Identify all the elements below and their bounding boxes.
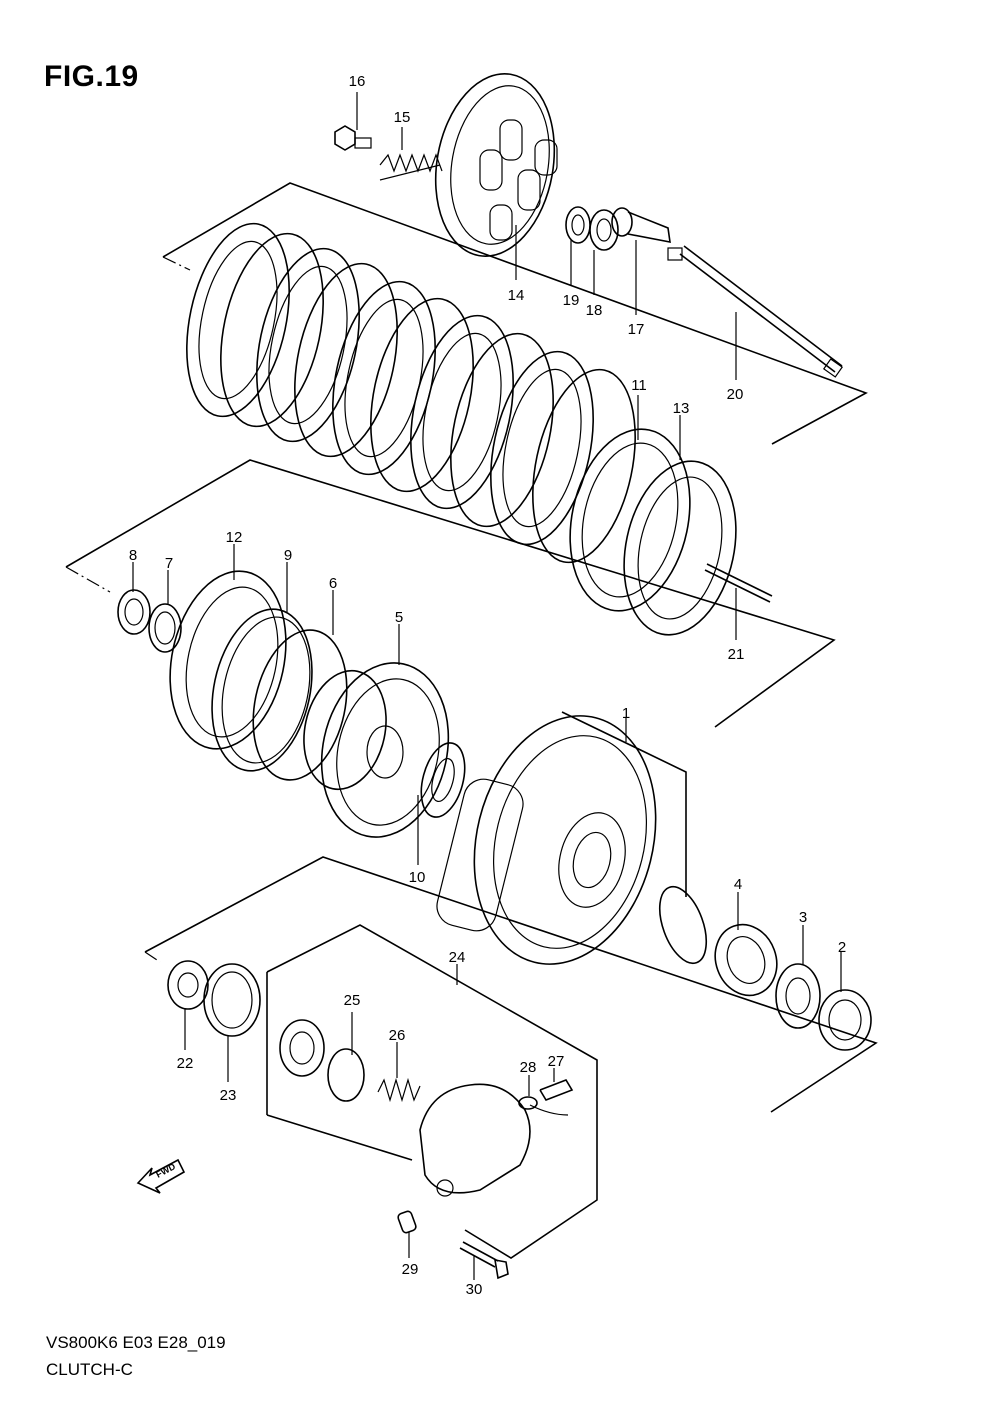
callout-30: 30 xyxy=(466,1281,483,1298)
bleeder-valve xyxy=(518,1079,574,1116)
callout-1: 1 xyxy=(622,705,630,722)
callout-4: 4 xyxy=(734,876,742,893)
callout-12: 12 xyxy=(226,529,243,546)
callout-6: 6 xyxy=(329,575,337,592)
callout-17: 17 xyxy=(628,321,645,338)
callout-5: 5 xyxy=(395,609,403,626)
callout-15: 15 xyxy=(394,109,411,126)
callout-20: 20 xyxy=(727,386,744,403)
callout-21: 21 xyxy=(728,646,745,663)
callout-7: 7 xyxy=(165,555,173,572)
spacer-bearing-washer xyxy=(658,885,872,1051)
snap-rings xyxy=(211,608,348,781)
callout-29: 29 xyxy=(402,1261,419,1278)
fwd-arrow-icon: FWD xyxy=(136,1158,186,1194)
clutch-spring xyxy=(379,153,443,181)
oil-seal-and-bearing xyxy=(167,960,261,1037)
spring-bolt xyxy=(334,125,372,151)
callout-11: 11 xyxy=(631,377,647,394)
judder-spring-and-seat xyxy=(569,428,737,636)
washer-and-nut xyxy=(117,589,182,653)
clutch-drum-ring xyxy=(169,570,287,750)
callout-25: 25 xyxy=(344,992,361,1009)
lower-group-bracket xyxy=(144,856,878,1113)
thrust-washer xyxy=(420,742,466,818)
callout-10: 10 xyxy=(409,869,426,886)
callout-19: 19 xyxy=(563,292,580,309)
leader-lines xyxy=(132,92,842,1280)
callout-8: 8 xyxy=(129,547,137,564)
callout-13: 13 xyxy=(673,400,690,417)
sleeve-hub xyxy=(303,662,450,838)
callout-18: 18 xyxy=(586,302,603,319)
callout-labels: 1 2 3 4 5 6 7 8 9 10 11 12 13 14 15 16 1… xyxy=(129,73,846,1298)
pressure-plate xyxy=(434,73,558,257)
plates-group-bracket xyxy=(162,182,868,445)
callout-9: 9 xyxy=(284,547,292,564)
figure-name: CLUTCH-C xyxy=(46,1360,133,1379)
callout-14: 14 xyxy=(508,287,525,304)
callout-27: 27 xyxy=(548,1053,565,1070)
callout-26: 26 xyxy=(389,1027,406,1044)
model-code: VS800K6 E03 E28_019 xyxy=(46,1333,226,1352)
callout-2: 2 xyxy=(838,939,846,956)
push-rod xyxy=(667,245,844,378)
piston-and-spring xyxy=(279,1019,421,1103)
release-bearing-parts xyxy=(565,206,671,251)
clutch-plate-stack xyxy=(186,222,636,564)
callout-28: 28 xyxy=(520,1059,537,1076)
figure-title: FIG.19 xyxy=(44,60,139,93)
middle-group-bracket xyxy=(65,459,836,728)
callout-22: 22 xyxy=(177,1055,194,1072)
release-cylinder xyxy=(419,1083,531,1197)
pin xyxy=(704,563,773,603)
callout-3: 3 xyxy=(799,909,807,926)
callout-24: 24 xyxy=(449,949,466,966)
primary-driven-gear xyxy=(436,711,687,965)
release-cylinder-bracket xyxy=(266,924,598,1259)
callout-16: 16 xyxy=(349,73,366,90)
dowel-and-bolt xyxy=(397,1210,509,1280)
callout-23: 23 xyxy=(220,1087,237,1104)
